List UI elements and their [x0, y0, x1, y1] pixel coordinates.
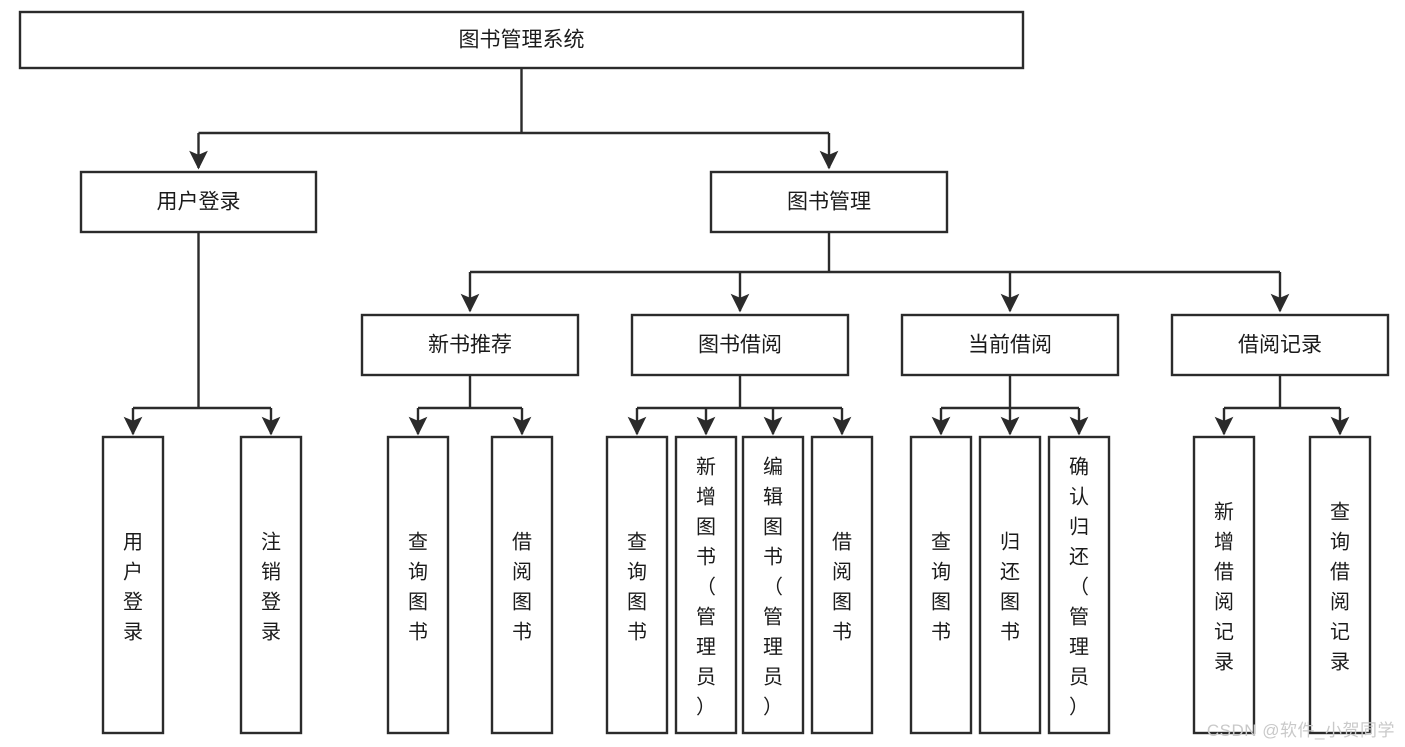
leaf-current-borrow-3[interactable]: 确认归还（管理员）	[1047, 435, 1111, 735]
node-new-book-recommend-box[interactable]	[360, 313, 580, 377]
leaf-user-login-1-label: 用户登录	[123, 531, 143, 643]
node-new-book-recommend-label: 新书推荐	[428, 334, 512, 357]
leaf-borrow-record-2[interactable]: 查询借阅记录	[1308, 435, 1372, 735]
leaf-new-book-1-box[interactable]	[386, 435, 450, 735]
node-root-label: 图书管理系统	[459, 29, 585, 52]
leaf-user-login-1[interactable]: 用户登录	[101, 435, 165, 735]
leaf-borrow-record-2-label: 查询借阅记录	[1330, 500, 1350, 673]
node-borrow-record-box[interactable]	[1170, 313, 1390, 377]
leaf-current-borrow-3-label: 确认归还（管理员）	[1069, 455, 1089, 718]
leaf-borrow-record-1[interactable]: 新增借阅记录	[1192, 435, 1256, 735]
node-root-box[interactable]	[18, 10, 1025, 70]
node-borrow-record-label: 借阅记录	[1238, 334, 1322, 357]
leaf-current-borrow-1-box[interactable]	[909, 435, 973, 735]
node-book-management[interactable]: 图书管理	[709, 170, 949, 234]
node-user-login[interactable]: 用户登录	[79, 170, 318, 234]
leaf-book-borrow-2-label: 新增图书（管理员）	[696, 455, 716, 718]
leaf-borrow-record-1-box[interactable]	[1192, 435, 1256, 735]
node-book-management-box[interactable]	[709, 170, 949, 234]
leaf-user-login-2-box[interactable]	[239, 435, 303, 735]
leaf-current-borrow-2-box[interactable]	[978, 435, 1042, 735]
leaf-user-login-2[interactable]: 注销登录	[239, 435, 303, 735]
leaf-book-borrow-4[interactable]: 借阅图书	[810, 435, 874, 735]
leaf-new-book-2-label: 借阅图书	[512, 530, 532, 643]
node-user-login-label: 用户登录	[157, 191, 241, 214]
node-current-borrow[interactable]: 当前借阅	[900, 313, 1120, 377]
leaf-book-borrow-2-box[interactable]	[674, 435, 738, 735]
leaf-new-book-1-label: 查询图书	[408, 530, 428, 643]
leaf-user-login-2-label: 注销登录	[261, 530, 281, 643]
leaf-current-borrow-2-label: 归还图书	[1000, 530, 1020, 643]
node-user-login-box[interactable]	[79, 170, 318, 234]
leaf-borrow-record-2-box[interactable]	[1308, 435, 1372, 735]
watermark-csdn: CSDN @软件_小贺同学	[1206, 721, 1395, 740]
leaf-book-borrow-1[interactable]: 查询图书	[605, 435, 669, 735]
node-current-borrow-box[interactable]	[900, 313, 1120, 377]
leaf-new-book-2-box[interactable]	[490, 435, 554, 735]
leaf-current-borrow-1-label: 查询图书	[931, 530, 951, 643]
node-root[interactable]: 图书管理系统	[18, 10, 1025, 70]
leaf-book-borrow-2[interactable]: 新增图书（管理员）	[674, 435, 738, 735]
node-current-borrow-label: 当前借阅	[968, 334, 1052, 357]
node-book-borrow-box[interactable]	[630, 313, 850, 377]
leaf-book-borrow-4-label: 借阅图书	[832, 530, 852, 643]
leaf-current-borrow-1[interactable]: 查询图书	[909, 435, 973, 735]
leaf-current-borrow-2[interactable]: 归还图书	[978, 435, 1042, 735]
node-new-book-recommend[interactable]: 新书推荐	[360, 313, 580, 377]
leaf-book-borrow-3[interactable]: 编辑图书（管理员）	[741, 435, 805, 735]
leaf-book-borrow-3-box[interactable]	[741, 435, 805, 735]
node-book-borrow[interactable]: 图书借阅	[630, 313, 850, 377]
leaf-current-borrow-3-box[interactable]	[1047, 435, 1111, 735]
node-book-management-label: 图书管理	[787, 191, 871, 214]
leaf-new-book-2[interactable]: 借阅图书	[490, 435, 554, 735]
node-book-borrow-label: 图书借阅	[698, 334, 782, 357]
node-borrow-record[interactable]: 借阅记录	[1170, 313, 1390, 377]
leaf-book-borrow-1-label: 查询图书	[627, 530, 647, 643]
leaf-book-borrow-1-box[interactable]	[605, 435, 669, 735]
leaf-book-borrow-4-box[interactable]	[810, 435, 874, 735]
leaf-new-book-1[interactable]: 查询图书	[386, 435, 450, 735]
leaf-user-login-1-box[interactable]	[101, 435, 165, 735]
leaf-book-borrow-3-label: 编辑图书（管理员）	[763, 455, 783, 718]
leaf-borrow-record-1-label: 新增借阅记录	[1214, 500, 1234, 673]
